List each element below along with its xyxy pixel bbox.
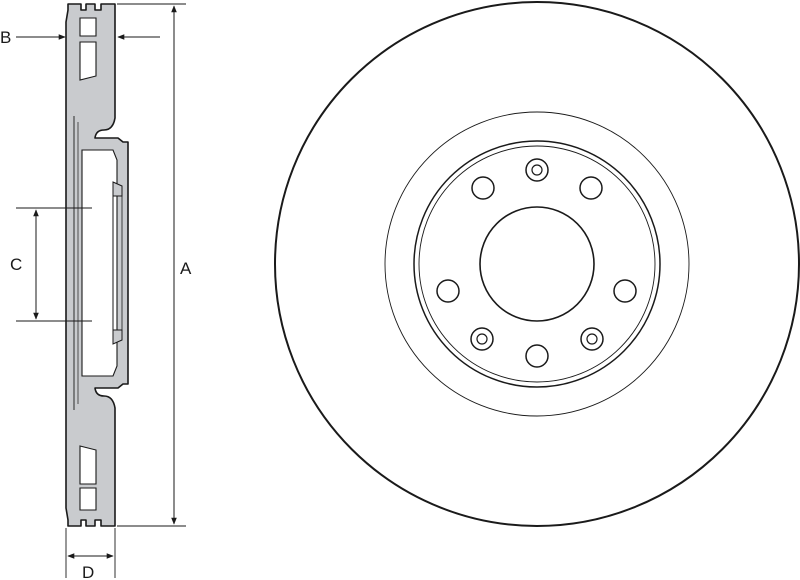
locating-screw-hole bbox=[525, 158, 549, 182]
hat-step-lower bbox=[112, 329, 123, 345]
dimension-label-b: B bbox=[0, 28, 11, 47]
dimension-label-a: A bbox=[180, 259, 192, 278]
bolt-hole bbox=[436, 279, 460, 303]
dimension-d: D bbox=[65, 528, 116, 580]
disc-front-view bbox=[274, 1, 800, 527]
locating-screw-hole bbox=[470, 327, 494, 351]
dimension-label-c: C bbox=[10, 255, 22, 274]
dimension-a: A bbox=[117, 3, 192, 527]
bolt-hole bbox=[471, 176, 495, 200]
hat-bore-section bbox=[81, 149, 118, 377]
bolt-hole bbox=[579, 176, 603, 200]
bolt-hole bbox=[613, 279, 637, 303]
disc-side-section-view bbox=[65, 3, 129, 527]
center-bore bbox=[479, 206, 595, 322]
vent-upper-1 bbox=[79, 41, 97, 81]
dimension-label-d: D bbox=[82, 563, 94, 580]
locating-screw-hole bbox=[580, 327, 604, 351]
vent-lower-2 bbox=[79, 487, 97, 511]
bolt-hole bbox=[525, 344, 549, 368]
dimension-b: B bbox=[0, 28, 160, 47]
hat-face-edge bbox=[418, 145, 656, 383]
hat-outer-edge bbox=[413, 140, 661, 388]
vent-lower-1 bbox=[79, 445, 97, 485]
vent-upper-2 bbox=[79, 17, 97, 37]
friction-ring-inner-edge bbox=[384, 111, 690, 417]
dimension-c: C bbox=[10, 207, 92, 322]
